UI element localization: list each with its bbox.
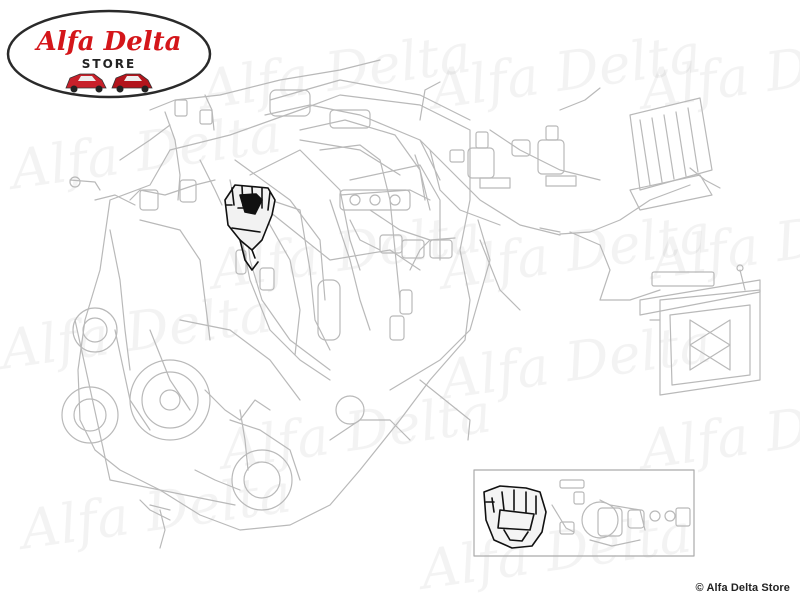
distributor-cap-highlight (224, 184, 276, 271)
ignition-leads (234, 149, 431, 371)
ecu-modules (629, 97, 761, 396)
ignition-coils (69, 99, 577, 211)
brand-logo-graphic: Alfa Delta STORE (6, 9, 212, 99)
copyright-notice: © Alfa Delta Store (695, 582, 790, 594)
pulley-group (61, 307, 365, 511)
brand-logo[interactable]: Alfa Delta STORE (6, 8, 212, 100)
brand-logo-subtext: STORE (82, 57, 136, 71)
wiring-harness (94, 59, 691, 549)
inset-cap-highlight (483, 485, 547, 549)
distributor-inset (473, 469, 695, 557)
car-icon (111, 73, 153, 93)
car-icon (65, 73, 107, 93)
brand-logo-text: Alfa Delta (34, 27, 182, 57)
intake-manifold (269, 89, 453, 259)
engine-block (77, 79, 471, 531)
